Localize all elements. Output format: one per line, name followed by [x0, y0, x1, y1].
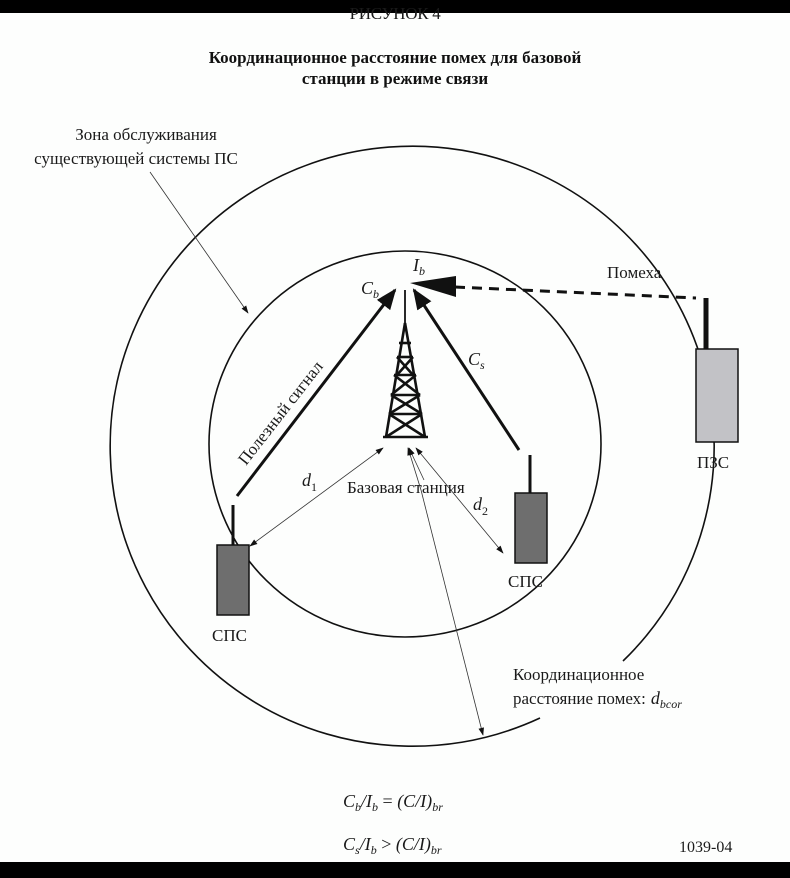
pzs-terminal-icon: [695, 298, 739, 443]
cs-signal-arrow: [412, 288, 521, 451]
d2-symbol: d2: [473, 494, 488, 518]
sps-right-terminal-icon: [514, 455, 548, 564]
bottom-black-bar: [0, 862, 790, 878]
coordination-distance-line: [420, 489, 484, 736]
figure-id: 1039-04: [679, 839, 732, 856]
equation-2: Cs/Ib > (C/I)br: [343, 834, 442, 857]
coordination-zone-circle: [109, 145, 715, 747]
coordination-distance-label-line1: Координационное: [513, 665, 644, 684]
figure-title-line1: Координационное расстояние помех для баз…: [208, 48, 582, 67]
service-zone-leader: [149, 171, 249, 314]
cb-symbol: Cb: [361, 278, 379, 301]
top-black-bar: [0, 0, 790, 13]
equation-1: Cb/Ib = (C/I)br: [343, 791, 443, 814]
useful-signal-arrow: [235, 288, 397, 497]
figure-number: РИСУНОК 4: [349, 4, 441, 23]
d1-symbol: d1: [302, 470, 317, 494]
interference-label: Помеха: [607, 263, 662, 282]
service-zone-circle: [208, 250, 602, 638]
sps-left-label: СПС: [212, 626, 247, 645]
figure-title-line2: станции в режиме связи: [301, 69, 489, 88]
interference-arrowhead-icon: [410, 276, 456, 297]
pzs-label: ПЗС: [697, 453, 729, 472]
coordination-distance-label-line2: расстояние помех:dbcor: [513, 688, 682, 711]
base-station-label: Базовая станция: [347, 478, 465, 497]
base-station-tower-icon: [383, 290, 428, 439]
interference-dashed-line: [454, 285, 697, 300]
distance-d2-line: [415, 447, 504, 554]
cs-symbol: Cs: [468, 349, 485, 372]
figure-title: Координационное расстояние помех для баз…: [0, 47, 790, 89]
distance-d1-line: [249, 447, 384, 547]
ib-symbol: Ib: [412, 255, 425, 278]
service-zone-label-line1: Зона обслуживания: [75, 125, 217, 144]
service-zone-label-line2: существующей системы ПС: [34, 149, 238, 168]
sps-right-label: СПС: [508, 572, 543, 591]
useful-signal-label: Полезный сигнал: [234, 357, 327, 469]
sps-left-terminal-icon: [216, 505, 250, 616]
coordination-distance-top-arrow: [407, 447, 422, 491]
